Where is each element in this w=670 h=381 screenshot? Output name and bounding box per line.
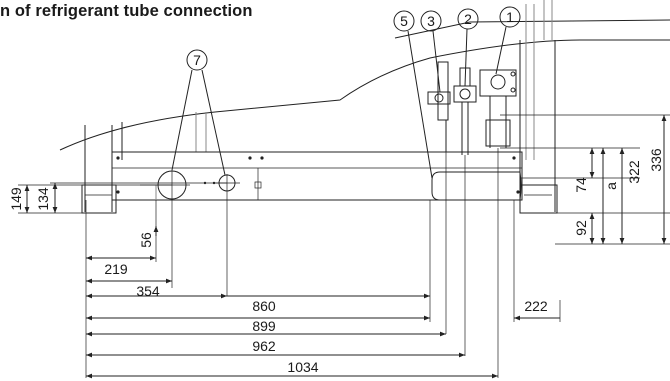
dim-149-label: 149 [8,187,24,211]
callout-3: 3 [420,10,442,93]
dim-962: 962 [86,338,465,358]
callout-7: 7 [171,49,226,176]
callout-2-label: 2 [464,11,472,27]
dim-134-label: 134 [35,187,51,211]
left-frame [81,122,123,214]
dim-860: 860 [86,293,430,321]
dim-219: 219 [86,255,156,277]
dim-56-label: 56 [138,232,154,248]
diagram-title: n of refrigerant tube connection [0,2,253,20]
dim-92: 92 [573,213,595,244]
dim-a: a [600,148,619,244]
casing-outline [59,0,670,160]
dim-1034: 1034 [86,359,498,379]
callout-2: 2 [457,8,479,87]
callout-7-label: 7 [193,52,201,68]
dim-1034-label: 1034 [287,359,318,375]
dim-a-label: a [603,182,619,190]
dim-899: 899 [86,318,446,337]
dim-222: 222 [514,298,560,321]
dim-149: 149 [8,184,172,214]
callout-3-label: 3 [427,13,435,29]
base-panel [111,151,523,201]
service-cover [431,171,522,201]
dim-860-label: 860 [252,298,276,314]
dim-336: 336 [648,115,667,244]
extension-lines [85,148,561,378]
callout-1: 1 [495,6,521,75]
dim-962-label: 962 [252,338,276,354]
callout-1-label: 1 [506,9,514,25]
dim-219-label: 219 [104,261,128,277]
right-dim-extensions [500,114,670,245]
dim-92-label: 92 [573,220,589,236]
dim-322: 322 [619,148,642,244]
dim-354-label: 354 [136,283,160,299]
dim-74-label: 74 [573,177,589,193]
dim-336-label: 336 [648,148,664,172]
callout-5: 5 [393,10,433,179]
dim-322-label: 322 [626,160,642,184]
dim-899-label: 899 [252,318,276,334]
valve-assembly [427,61,517,155]
callout-5-label: 5 [400,13,408,29]
dim-134: 134 [35,182,227,213]
dim-56: 56 [138,226,159,248]
dim-222-label: 222 [524,298,548,314]
dim-74: 74 [573,148,595,193]
